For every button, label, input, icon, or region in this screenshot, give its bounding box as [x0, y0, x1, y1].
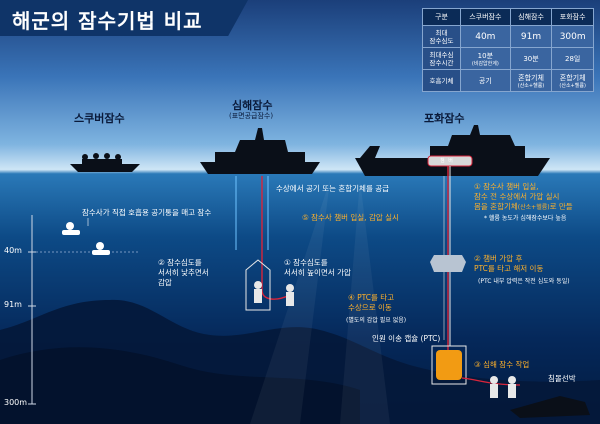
- row-label: 최대수심 잠수시간: [422, 47, 461, 70]
- step4-note: ④ PTC를 타고 수상으로 이동: [348, 293, 394, 313]
- label-deep: 심해잠수: [232, 99, 273, 112]
- note-line: 수상으로 이동: [348, 303, 392, 312]
- table-cell: 300m: [551, 25, 594, 48]
- cell-value: 10분: [477, 51, 494, 60]
- note-line: 서서히 높이면서 가압: [284, 268, 351, 277]
- row-label-text: 최대수심 잠수시간: [429, 50, 454, 67]
- table-cell: 혼합기체(산소+헬륨): [551, 69, 594, 92]
- sat-ship-bow: [360, 146, 380, 158]
- comparison-table: 구분 스쿠버잠수 심해잠수 포화잠수 최대 잠수심도 40m 91m 300m …: [422, 8, 594, 92]
- row-label: 최대 잠수심도: [422, 25, 461, 48]
- row-label: 호흡기체: [422, 69, 461, 92]
- note-line: 몸을 혼합기체(산소+헬륨)로 만들: [474, 202, 573, 213]
- seabed-hill: [0, 347, 360, 424]
- note-line: ② 잠수심도를: [158, 258, 202, 267]
- table-cell: 공기: [460, 69, 511, 92]
- sat-divers: [490, 376, 516, 398]
- depth-91m: 91m: [4, 300, 22, 309]
- table-cell: 91m: [509, 25, 553, 48]
- wreck-label: 침몰선박: [548, 374, 576, 383]
- depth-40m: 40m: [4, 246, 22, 255]
- table-header: 스쿠버잠수: [460, 8, 511, 26]
- sat-step1-note: ① 잠수사 챔버 입실, 잠수 전 수상에서 가압 실시 몸을 혼합기체(산소+…: [474, 182, 573, 213]
- note-line: 서서히 낮추면서: [158, 268, 209, 277]
- depth-ticks: [28, 251, 36, 405]
- deep-divers: [254, 281, 294, 306]
- sat-step2-note: ② 챔버 가압 후 PTC를 타고 해저 이동: [474, 254, 543, 274]
- cell-value: 혼합기체: [559, 73, 586, 82]
- cell-sub: (비감압한계): [471, 60, 499, 67]
- supply-note: 수상에서 공기 또는 혼합기체를 공급: [276, 184, 390, 193]
- scuba-boat: [70, 164, 140, 172]
- note-text: (산소+헬륨): [517, 204, 550, 211]
- note-line: 감압: [158, 278, 172, 287]
- deep-stage: [245, 259, 271, 311]
- table-cell: 혼합기체(산소+헬륨): [509, 69, 553, 92]
- table-header: 구분: [422, 8, 461, 26]
- table-header: 포화잠수: [551, 8, 594, 26]
- note-line: ① 잠수사 챔버 입실,: [474, 182, 539, 191]
- table-cell: 28일: [551, 47, 594, 70]
- step3-note: ③ 심해 잠수 작업: [474, 360, 530, 369]
- sat-step2-sub: (PTC 내부 압력은 작전 심도와 동일): [478, 278, 570, 285]
- deep-supply-hose: [261, 176, 291, 300]
- deep-ship: [200, 162, 320, 174]
- wreck-shape: [510, 396, 590, 418]
- scuba-note: 잠수사가 직접 호흡용 공기통을 매고 잠수: [82, 208, 212, 217]
- note-text: 로 만들: [549, 202, 573, 211]
- depth-300m: 300m: [4, 398, 28, 407]
- table-row: 최대수심 잠수시간 10분(비감압한계) 30분 28일: [422, 47, 594, 70]
- scuba-crew: [82, 153, 122, 165]
- cell-value: 혼합기체: [518, 73, 544, 82]
- note-line: ② 챔버 가압 후: [474, 254, 523, 263]
- note-text: 몸을 혼합기체: [474, 202, 518, 211]
- light-rays: [250, 180, 390, 424]
- table-row: 최대 잠수심도 40m 91m 300m: [422, 25, 594, 48]
- step4-sub: (별도의 감압 필요 없음): [346, 317, 407, 324]
- cell-sub: (산소+헬륨): [559, 82, 586, 89]
- title-bar: [0, 0, 248, 36]
- table-cell: 10분(비감압한계): [460, 47, 511, 70]
- helium-note: * 헬륨 농도가 심해잠수보다 높음: [484, 215, 567, 222]
- label-deep-sub: (표면공급잠수): [229, 112, 274, 120]
- label-saturation: 포화잠수: [424, 112, 465, 125]
- table-cell: 40m: [460, 25, 511, 48]
- sat-ship: [355, 158, 550, 176]
- step5-note: ⑤ 잠수사 챔버 입실, 감압 실시: [302, 213, 399, 222]
- step2-deep-note: ② 잠수심도를 서서히 낮추면서 감압: [158, 258, 209, 288]
- ptc-bottom: [436, 350, 462, 380]
- chamber-label: 챔 버: [440, 158, 454, 164]
- step1-deep-note: ① 잠수심도를 서서히 높이면서 가압: [284, 258, 351, 278]
- note-line: PTC를 타고 해저 이동: [474, 264, 544, 273]
- sat-ship-superstructure: [430, 125, 525, 158]
- scuba-divers: [62, 222, 110, 255]
- ptc-mid: [430, 255, 466, 272]
- table-row: 호흡기체 공기 혼합기체(산소+헬륨) 혼합기체(산소+헬륨): [422, 69, 594, 92]
- deep-ship-superstructure: [215, 128, 305, 162]
- note-line: ④ PTC를 타고: [348, 293, 395, 302]
- ptc-label: 인원 이송 캡슐 (PTC): [372, 334, 441, 343]
- label-scuba: 스쿠버잠수: [74, 112, 125, 125]
- note-line: 잠수 전 수상에서 가압 실시: [474, 192, 560, 201]
- note-line: ① 잠수심도를: [284, 258, 328, 267]
- page-title: 해군의 잠수기법 비교: [12, 9, 203, 33]
- row-label-text: 최대 잠수심도: [429, 28, 454, 45]
- table-header: 심해잠수: [509, 8, 553, 26]
- ptc-bottom-frame: [431, 345, 467, 385]
- cell-sub: (산소+헬륨): [517, 82, 545, 89]
- table-cell: 30분: [509, 47, 553, 70]
